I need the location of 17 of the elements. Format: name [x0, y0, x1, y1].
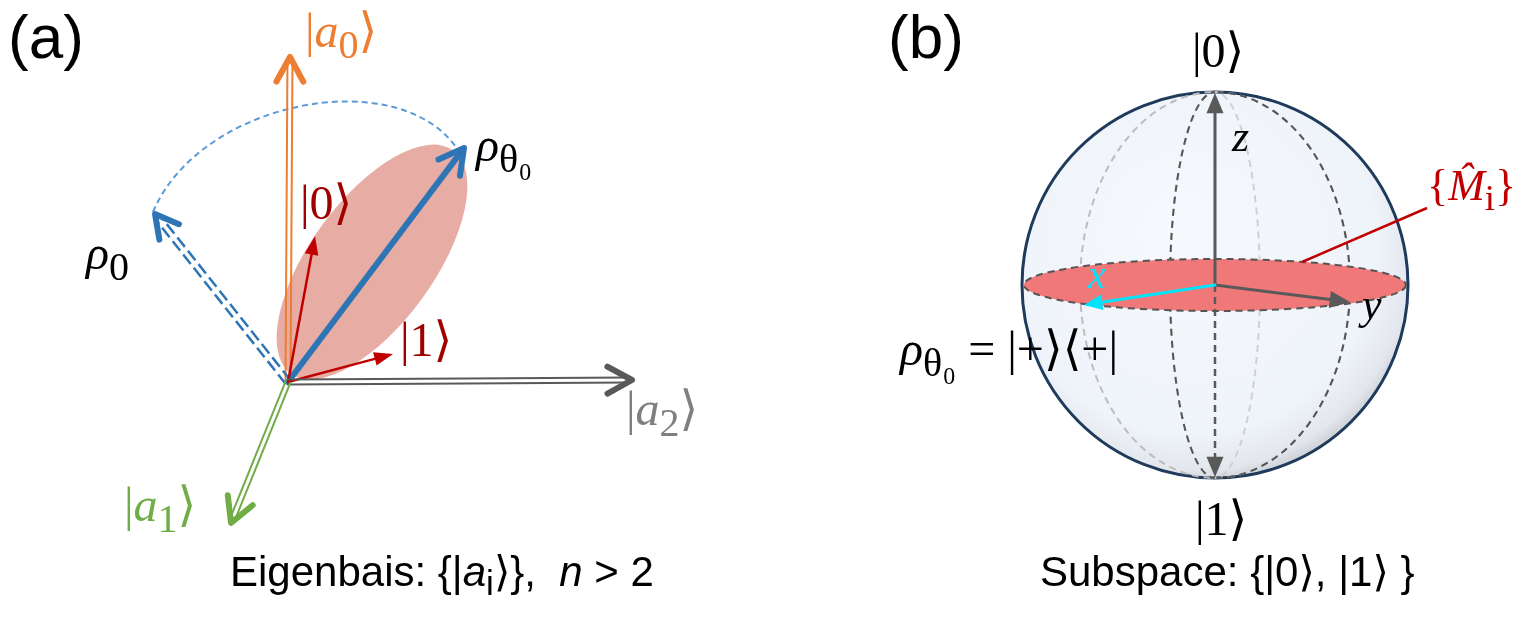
vector-label: |a$_{0}$⟩: [305, 6, 378, 66]
vector-label: |0⟩: [300, 178, 353, 229]
vector-label: ρ$_{0}$: [86, 228, 130, 288]
caption-text: Eigenbais: {|a$_{i}$⟩}, n > 2: [230, 550, 654, 603]
panel-label: (a): [8, 4, 84, 70]
panel-label: (b): [888, 4, 964, 70]
state-label: |0⟩: [1192, 26, 1245, 77]
caption-text: Subspace: {|0⟩, |1⟩ }: [1040, 550, 1415, 595]
axis-label: x: [1088, 254, 1106, 296]
vector-label: |a$_{2}$⟩: [626, 384, 699, 444]
leader-line: [1301, 206, 1428, 264]
state-label: |1⟩: [1195, 494, 1248, 545]
operator-label: {M̂$_{i}$}: [1427, 163, 1517, 218]
vector-label: ρ$_{θ₀}$: [476, 120, 533, 180]
axis-label: z: [1232, 114, 1250, 161]
vector-label: |1⟩: [400, 315, 453, 366]
vector-label: |a$_{1}$⟩: [124, 480, 197, 540]
